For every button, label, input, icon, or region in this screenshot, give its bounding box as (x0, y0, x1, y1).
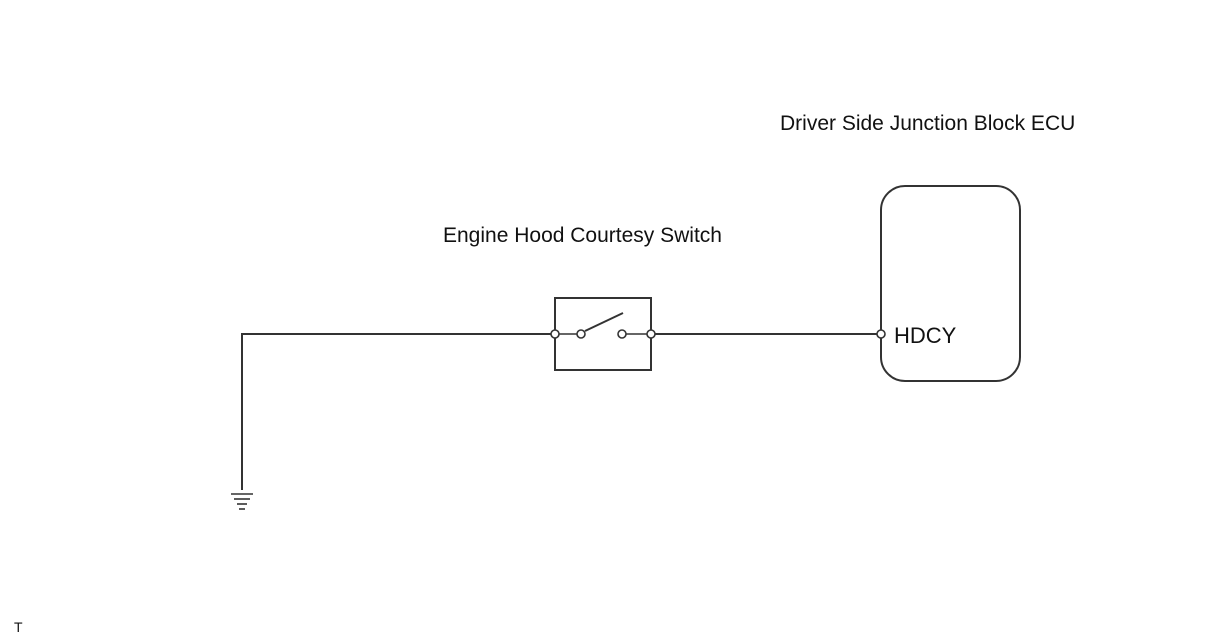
ecu-block (880, 185, 1021, 382)
corner-mark: T (14, 619, 23, 635)
switch-blade (584, 312, 624, 332)
ecu-label: Driver Side Junction Block ECU (780, 112, 1075, 135)
switch-terminal-right (646, 329, 656, 339)
ground-wire (241, 333, 555, 490)
terminal-label: HDCY (894, 323, 957, 348)
switch-contact-left (576, 329, 586, 339)
switch-contact-right (617, 329, 627, 339)
ground-icon (231, 493, 253, 510)
ecu-terminal (876, 329, 886, 339)
switch-terminal-left (550, 329, 560, 339)
switch-label: Engine Hood Courtesy Switch (443, 224, 722, 247)
